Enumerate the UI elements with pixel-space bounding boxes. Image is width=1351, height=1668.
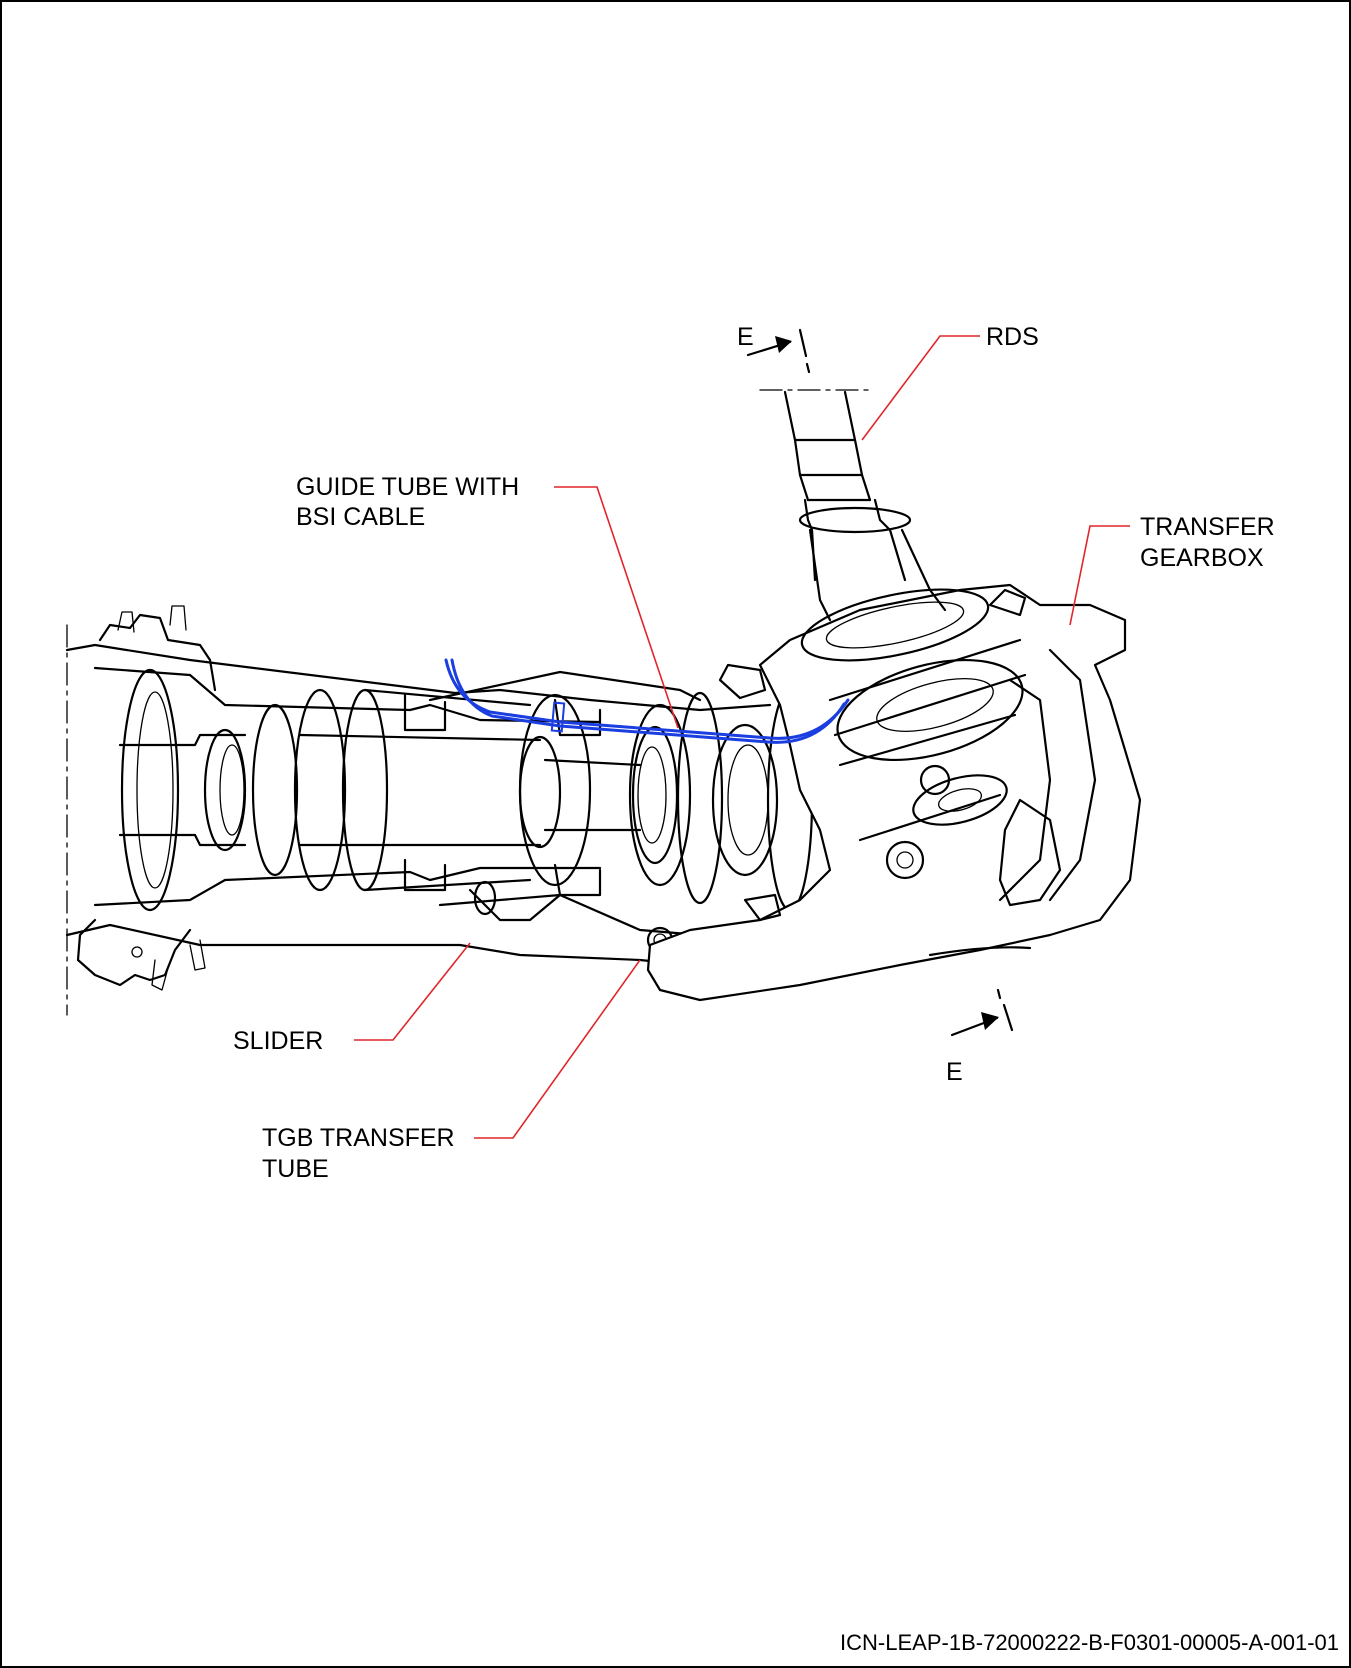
- leader-transfer-gearbox: [1069, 525, 1130, 626]
- tgb-gear-face-inner: [876, 678, 994, 732]
- tgb-housing: [646, 583, 1142, 1002]
- tgb-bearing-inner: [637, 746, 667, 844]
- icn-reference: ICN-LEAP-1B-72000222-B-F0301-00005-A-001…: [840, 1630, 1339, 1655]
- sleeve-end: [518, 693, 592, 887]
- tgb-ring-a: [676, 691, 724, 905]
- tgb-bearing-outer: [628, 703, 692, 887]
- left-bearing: [203, 728, 247, 852]
- slider-flange-bottom: [403, 858, 602, 897]
- left-flange-lower-bolt: [151, 939, 206, 991]
- left-flange-hole: [131, 946, 143, 958]
- tgb-clip-top: [718, 588, 1027, 700]
- leader-lines: [354, 335, 1130, 1139]
- section-letter-bottom: E: [946, 1058, 963, 1086]
- tgb-gear-stack: [828, 638, 1027, 842]
- tube-housing-top: [65, 643, 772, 712]
- tgb-hub-bore: [937, 788, 983, 812]
- left-flange-upper: [98, 613, 217, 692]
- tgb-shaft: [543, 758, 642, 832]
- tgb-bottom-slot: [928, 946, 1032, 957]
- callout-transfer-gearbox-line1: TRANSFER: [1140, 513, 1275, 541]
- callout-tgb-tube-line1: TGB TRANSFER: [262, 1124, 455, 1152]
- shaft-left: [118, 733, 247, 847]
- slider-bracket: [468, 888, 562, 922]
- leader-tgb-tube: [474, 959, 641, 1139]
- section-tick-top: [798, 328, 811, 374]
- shaft-center: [298, 733, 542, 847]
- bsi-cable-clamp: [550, 701, 566, 733]
- rds-shaft: [783, 390, 872, 502]
- tgb-clip-lower: [743, 893, 782, 922]
- leader-rds: [861, 335, 980, 441]
- slider-lug: [473, 880, 497, 916]
- leader-slider: [354, 942, 471, 1041]
- middle-ring: [293, 688, 347, 892]
- callout-transfer-gearbox-line2: GEARBOX: [1140, 544, 1264, 572]
- left-disc-inner: [136, 691, 174, 889]
- middle-ring-left: [251, 703, 299, 877]
- callouts: RDS GUIDE TUBE WITH BSI CABLE TRANSFER G…: [233, 323, 1339, 1655]
- section-arrowhead-bottom: [981, 1012, 999, 1030]
- callout-guide-tube-line2: BSI CABLE: [296, 503, 425, 531]
- slider-flange-top: [403, 693, 602, 737]
- callout-tgb-tube-line2: TUBE: [262, 1155, 329, 1183]
- inner-wall-bottom: [93, 866, 602, 907]
- tgb-bolt-b: [919, 764, 951, 796]
- leader-guide-tube: [554, 486, 679, 729]
- slider-body: [363, 688, 532, 892]
- section-tick-bottom: [996, 988, 1014, 1032]
- tgb-ring-b: [711, 723, 779, 877]
- assembly-drawing: [65, 328, 1142, 1037]
- tgb-window: [998, 798, 1062, 907]
- left-flange-lower: [76, 918, 192, 987]
- left-disc: [120, 668, 180, 912]
- bsi-cable: [444, 658, 850, 744]
- section-arrowhead-top: [775, 336, 792, 353]
- tgb-housing-rib: [998, 648, 1097, 902]
- left-flange-upper-bolt: [117, 605, 187, 633]
- callout-slider: SLIDER: [233, 1027, 323, 1055]
- rds-collar: [798, 506, 912, 534]
- tgb-hub: [912, 774, 1008, 826]
- bsi-cable-path-inner: [450, 658, 846, 744]
- rds-base-flange: [800, 588, 990, 662]
- left-bearing-inner: [219, 744, 245, 836]
- section-letter-top: E: [737, 323, 754, 351]
- callout-guide-tube-line1: GUIDE TUBE WITH: [296, 473, 519, 501]
- callout-rds: RDS: [986, 323, 1039, 351]
- tgb-bolt-a-inner: [896, 851, 914, 869]
- tgb-bolt-a: [885, 840, 925, 880]
- rds-base-flange-inner: [825, 601, 965, 649]
- inner-wall-top: [93, 666, 602, 724]
